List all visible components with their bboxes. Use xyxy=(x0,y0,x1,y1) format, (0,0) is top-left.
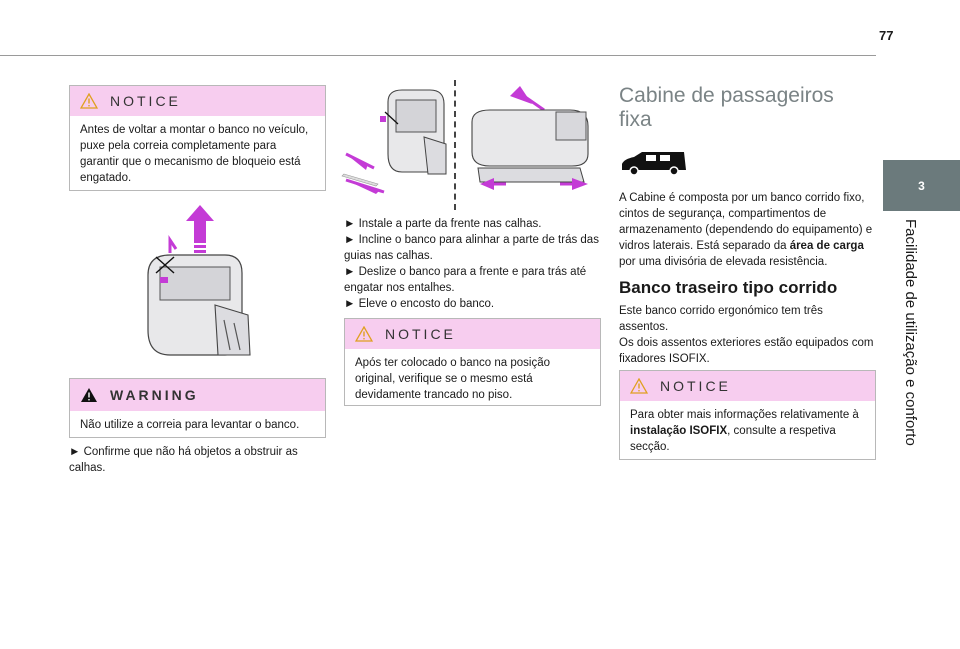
chapter-label: Facilidade de utilização e conforto xyxy=(902,219,919,446)
notice-box-1: NOTICE Antes de voltar a montar o banco … xyxy=(69,85,326,191)
notice-box-2: NOTICE Após ter colocado o banco na posi… xyxy=(344,318,601,406)
van-icon xyxy=(622,152,686,176)
step-slide-seat: ► Deslize o banco para a frente e para t… xyxy=(344,266,587,294)
notice-text: Após ter colocado o banco na posição ori… xyxy=(355,357,550,401)
step-raise-backrest: ► Eleve o encosto do banco. xyxy=(344,298,495,310)
bench-description: Este banco corrido ergonómico tem três a… xyxy=(619,305,874,365)
step-tilt-seat: ► Incline o banco para alinhar a parte d… xyxy=(344,234,599,262)
step-confirm: ► Confirme que não há objetos a obstruir… xyxy=(69,446,298,474)
notice-title: NOTICE xyxy=(385,326,456,342)
notice-header: NOTICE xyxy=(620,371,875,401)
bench-title: Banco traseiro tipo corrido xyxy=(619,278,838,297)
notice-title: NOTICE xyxy=(660,378,731,394)
seat-illustration xyxy=(147,205,251,356)
warning-header: WARNING xyxy=(70,379,325,411)
notice-text: Para obter mais informações relativament… xyxy=(630,409,859,453)
cab-description: A Cabine é composta por um banco corrido… xyxy=(619,192,873,268)
chapter-tab[interactable]: 3 xyxy=(883,160,960,211)
notice-text: Antes de voltar a montar o banco no veíc… xyxy=(80,124,309,184)
warning-triangle-icon xyxy=(355,326,373,342)
chapter-number: 3 xyxy=(918,178,925,193)
seat-illustration xyxy=(471,86,589,190)
warning-triangle-icon xyxy=(81,388,97,402)
notice-box-3: NOTICE Para obter mais informações relat… xyxy=(619,370,876,460)
warning-text: Não utilize a correia para levantar o ba… xyxy=(80,419,300,431)
illustration-divider xyxy=(454,80,456,210)
warning-box: WARNING Não utilize a correia para levan… xyxy=(69,378,326,438)
seat-illustration xyxy=(341,89,447,194)
page-number: 77 xyxy=(879,28,894,43)
top-rule xyxy=(0,55,876,56)
notice-header: NOTICE xyxy=(70,86,325,116)
notice-title: NOTICE xyxy=(110,93,181,109)
notice-header: NOTICE xyxy=(345,319,600,349)
warning-triangle-icon xyxy=(80,93,98,109)
step-install-front: ► Instale a parte da frente nas calhas. xyxy=(344,218,542,230)
warning-triangle-icon xyxy=(630,378,648,394)
warning-title: WARNING xyxy=(110,387,199,403)
